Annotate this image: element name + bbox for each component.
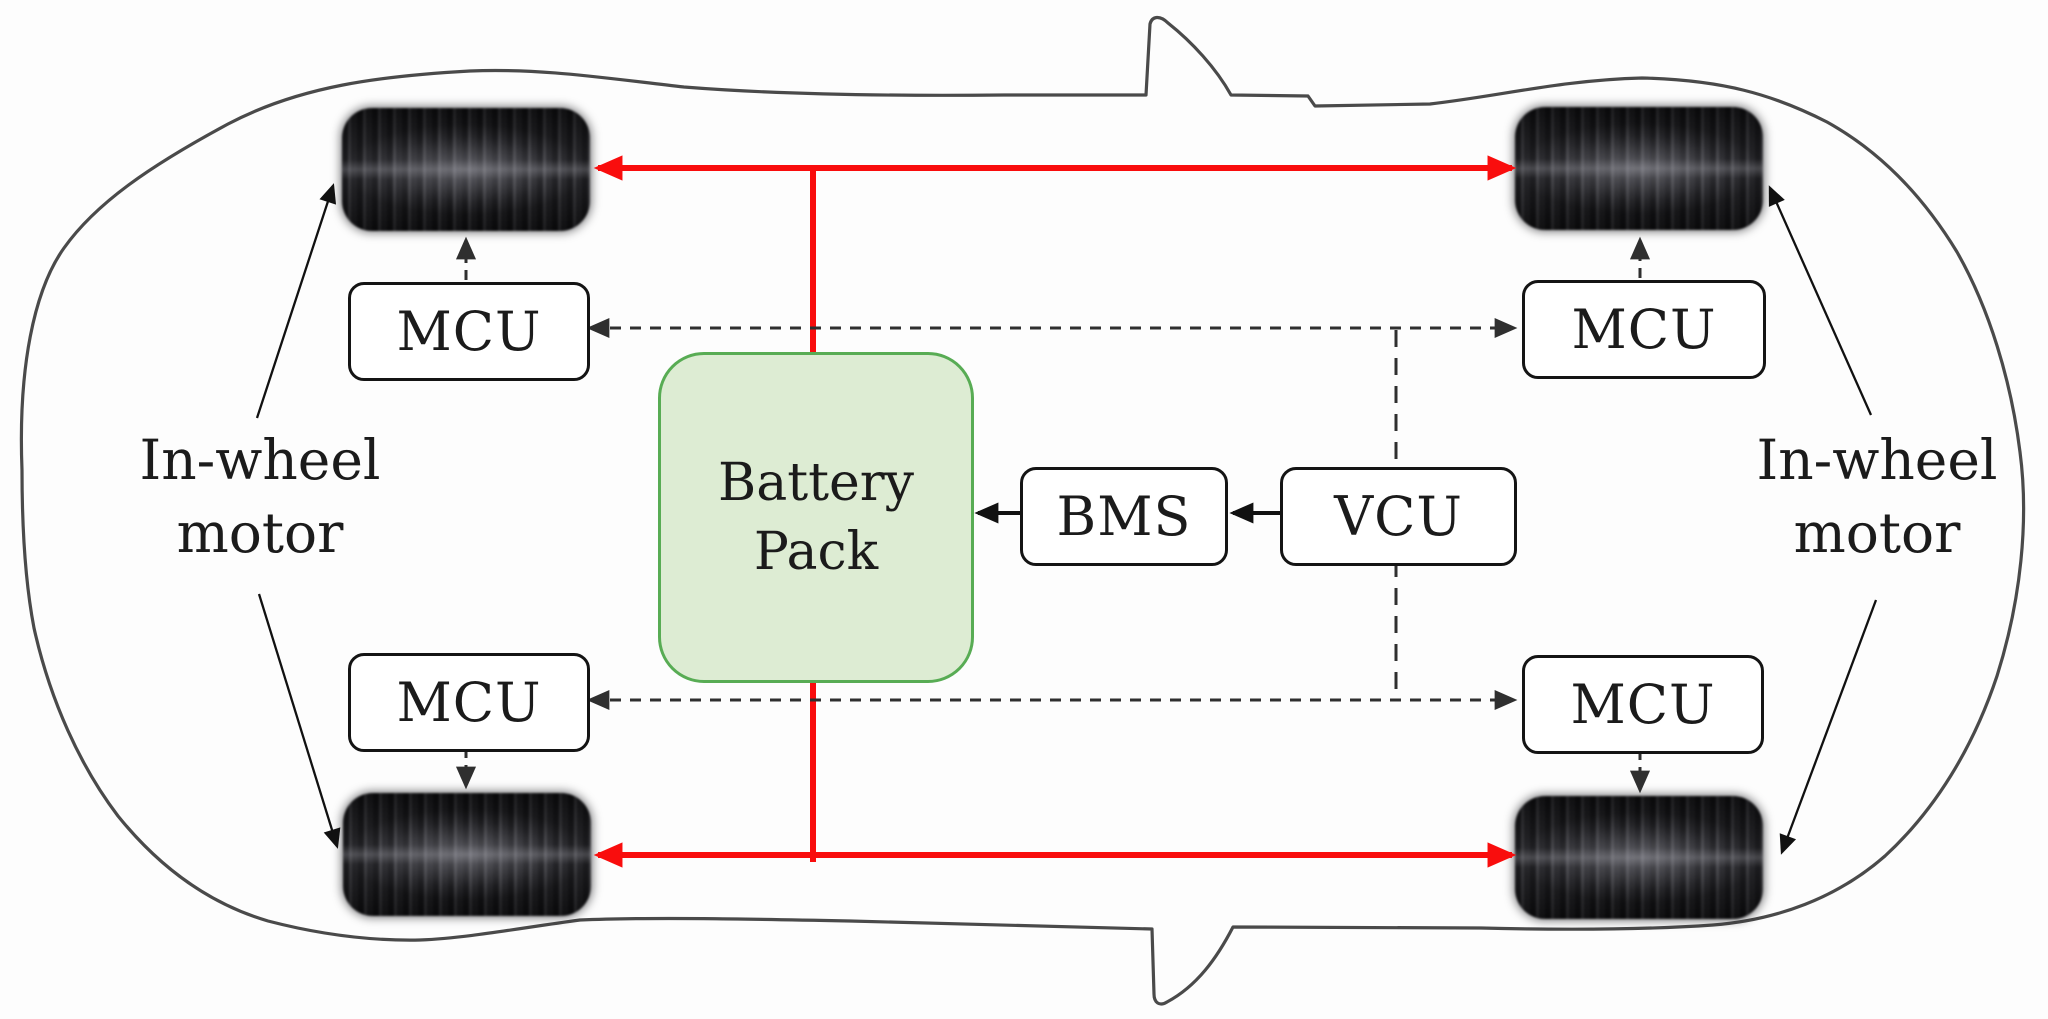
tire-bottom-left-icon [343,793,591,916]
tire-top-left-icon [342,108,590,231]
vcu-box: VCU [1280,467,1517,566]
in-wheel-motor-label-left: In-wheel motor [95,424,425,570]
bms-box: BMS [1020,467,1228,566]
arrow-right-label-to-top-wheel [1768,185,1873,416]
mcu-top-right-label: MCU [1571,298,1717,361]
in-wheel-motor-right-line2: motor [1793,501,1961,565]
mcu-box-bottom-right: MCU [1522,655,1764,754]
mcu-top-left-label: MCU [396,300,542,363]
battery-pack-label-line2: Pack [753,521,879,582]
mcu-bottom-left-label: MCU [396,671,542,734]
mcu-box-top-right: MCU [1522,280,1766,379]
vcu-label: VCU [1334,485,1463,548]
mcu-bottom-right-label: MCU [1570,673,1716,736]
battery-pack-box: Battery Pack [658,352,974,683]
in-wheel-motor-right-line1: In-wheel [1756,428,1998,492]
mcu-box-bottom-left: MCU [348,653,590,752]
in-wheel-motor-left-line1: In-wheel [139,428,381,492]
arrow-left-label-to-bottom-wheel [257,593,341,849]
in-wheel-motor-left-line2: motor [176,501,344,565]
tire-bottom-right-icon [1515,796,1763,919]
arrow-left-label-to-top-wheel [255,183,337,419]
in-wheel-motor-label-right: In-wheel motor [1712,424,2042,570]
mcu-box-top-left: MCU [348,282,590,381]
bms-label: BMS [1056,485,1192,548]
battery-pack-label-line1: Battery [717,452,914,513]
tire-top-right-icon [1515,107,1763,230]
arrow-right-label-to-bottom-wheel [1779,599,1878,855]
